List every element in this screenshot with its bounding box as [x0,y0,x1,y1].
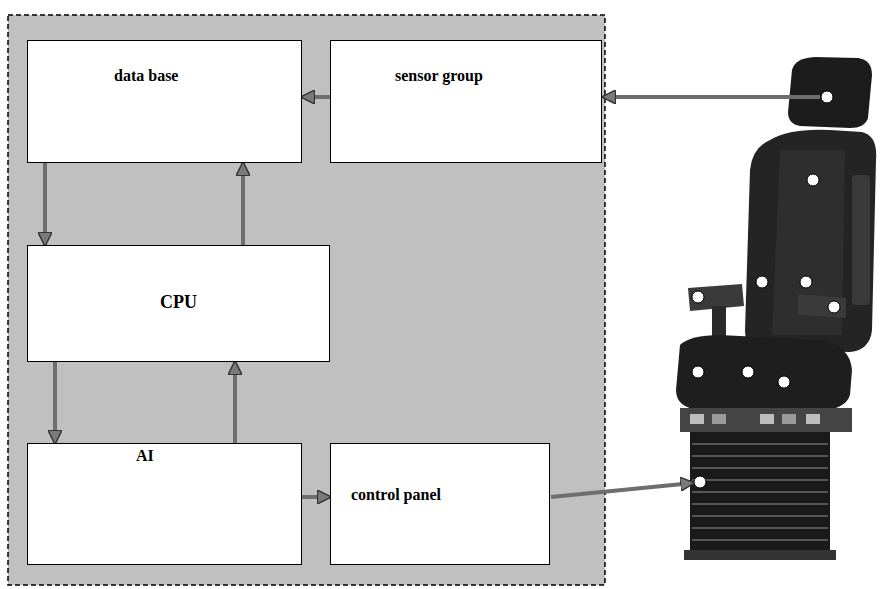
box-label: CPU [160,292,197,313]
process-box: control panel [330,443,550,565]
flow-arrow [53,362,57,443]
control-arrow [551,483,693,497]
system-panel [8,15,605,585]
process-box: sensor group [330,40,602,163]
flow-arrow [302,95,330,99]
process-box: AI [27,443,302,565]
sensor-dot [692,91,840,488]
box-label: control panel [351,486,441,504]
process-box: data base [27,40,302,163]
flow-arrow [241,163,245,245]
seat-illustration [676,57,876,560]
process-box: CPU [27,245,330,362]
signal-arrow [603,95,820,99]
flow-arrow [302,495,330,499]
flow-arrow [233,362,237,443]
box-label: data base [114,67,178,85]
box-label: AI [136,447,154,465]
flow-arrow [43,163,47,245]
box-label: sensor group [395,67,483,85]
